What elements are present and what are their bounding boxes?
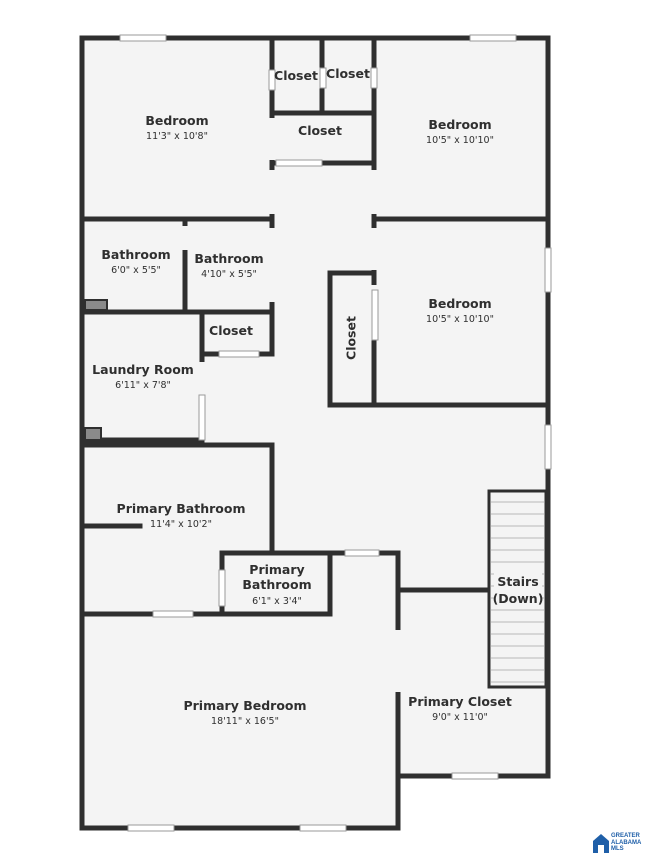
room-label-primary-bath-small-2: Bathroom — [242, 577, 311, 592]
room-label-bedroom-e: Bedroom — [428, 296, 491, 311]
mls-logo: GREATER ALABAMA MLS — [592, 832, 650, 856]
room-dims-laundry: 6'11" x 7'8" — [115, 380, 171, 391]
stairs-label-bg — [494, 572, 542, 608]
room-dims-primary-closet: 9'0" x 11'0" — [432, 712, 488, 723]
room-label-bedroom-nw: Bedroom — [145, 113, 208, 128]
room-dims-primary-bath: 11'4" x 10'2" — [150, 519, 212, 530]
room-label-primary-bath-small-1: Primary — [249, 562, 304, 577]
room-label-closet-top-wide: Closet — [298, 123, 342, 138]
room-label-stairs-2: (Down) — [493, 591, 544, 606]
floor — [82, 38, 548, 828]
room-label-primary-bedroom: Primary Bedroom — [183, 698, 306, 713]
room-dims-bathroom-1: 6'0" x 5'5" — [111, 265, 161, 276]
room-label-closet-mid: Closet — [209, 323, 253, 338]
room-label-bathroom-2: Bathroom — [194, 251, 263, 266]
room-label-closet-top-left: Closet — [274, 68, 318, 83]
room-label-laundry: Laundry Room — [92, 362, 194, 377]
windows — [119, 34, 552, 832]
room-dims-bedroom-nw: 11'3" x 10'8" — [146, 131, 208, 142]
room-label-primary-closet: Primary Closet — [408, 694, 512, 709]
logo-text: GREATER ALABAMA MLS — [611, 833, 642, 852]
room-label-stairs-1: Stairs — [497, 574, 538, 589]
room-label-closet-vertical: Closet — [344, 316, 359, 360]
room-label-bedroom-ne: Bedroom — [428, 117, 491, 132]
room-dims-bedroom-e: 10'5" x 10'10" — [426, 314, 494, 325]
room-dims-primary-bath-small: 6'1" x 3'4" — [252, 596, 302, 607]
room-dims-bathroom-2: 4'10" x 5'5" — [201, 269, 257, 280]
room-label-primary-bath: Primary Bathroom — [117, 501, 246, 516]
room-label-closet-top-right: Closet — [326, 66, 370, 81]
hatch-pads — [84, 299, 108, 441]
room-label-bathroom-1: Bathroom — [101, 247, 170, 262]
room-dims-bedroom-ne: 10'5" x 10'10" — [426, 135, 494, 146]
room-dims-primary-bedroom: 18'11" x 16'5" — [211, 716, 279, 727]
house-icon — [593, 834, 609, 853]
exterior-notch — [398, 776, 550, 830]
